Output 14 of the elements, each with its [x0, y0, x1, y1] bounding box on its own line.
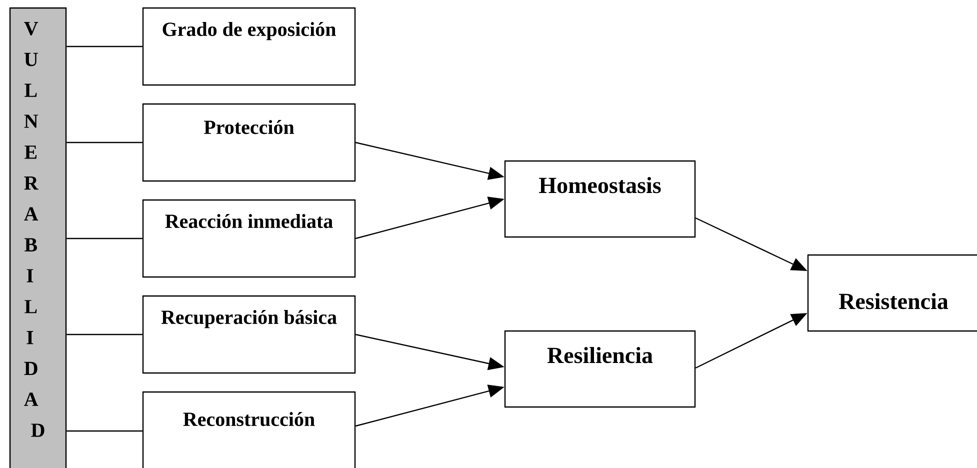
factor-box: Reconstrucción [142, 391, 356, 468]
factor-box: Reacción inmediata [142, 199, 356, 278]
connector-line [66, 46, 142, 48]
factor-box: Grado de exposición [142, 7, 356, 86]
concept-box: Resistencia [807, 254, 977, 332]
connector-line [66, 430, 142, 432]
vertical-bar: VULNERABILIDAD [9, 7, 67, 468]
concept-box: Homeostasis [504, 160, 696, 238]
connector-line [66, 334, 142, 336]
factor-box: Protección [142, 103, 356, 182]
connector-line [66, 238, 142, 240]
factor-box: Recuperación básica [142, 295, 356, 374]
connector-line [66, 142, 142, 144]
concept-box: Resiliencia [504, 330, 696, 408]
